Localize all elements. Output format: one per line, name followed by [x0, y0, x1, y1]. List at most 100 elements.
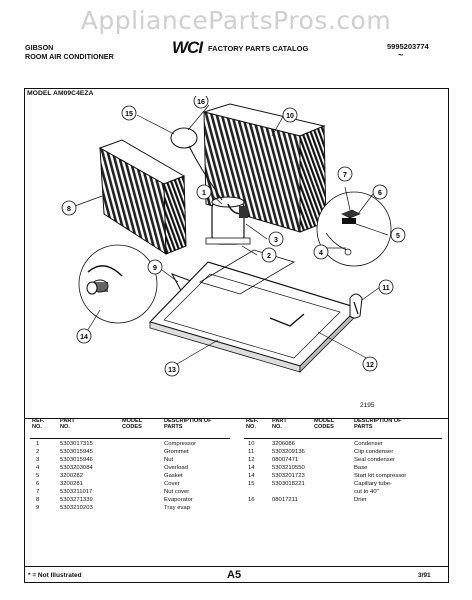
- ref-cell: 12: [248, 457, 255, 463]
- capillary-tube: [170, 127, 198, 149]
- compressor: [205, 196, 251, 245]
- part-cell: 5303018221: [272, 481, 305, 487]
- table-row: 9 5303210203 Tray evap: [30, 505, 230, 513]
- table-row: 11 5303209136 Clip condenser: [244, 449, 444, 457]
- ref-cell: 3: [36, 457, 40, 463]
- right-header-rule: [244, 438, 442, 439]
- table-row: 10 3206086 Condenser: [244, 441, 444, 449]
- start-kit: [86, 265, 123, 295]
- callout-13: 13: [164, 361, 180, 377]
- table-row: 4 5303203084 Overload: [30, 465, 230, 473]
- ref-cell: 1: [36, 441, 40, 447]
- catalog-mark: ~: [398, 50, 404, 60]
- part-cell: 3206086: [272, 441, 295, 447]
- callout-1-label: 1: [202, 190, 206, 197]
- left-model-header: MODEL CODES: [122, 418, 143, 431]
- callout-14-label: 14: [80, 334, 88, 341]
- callout-10: 10: [282, 107, 298, 123]
- left-parts-list: 1 5303017315 Compressor 2 5303015945 Gro…: [30, 441, 230, 513]
- right-part-header: PART NO.: [272, 418, 287, 431]
- table-row: 15 5303018221 Capillary tube-: [244, 481, 444, 489]
- callout-2: 2: [261, 247, 277, 263]
- wci-logo: WCI: [172, 38, 203, 57]
- callout-9-label: 9: [153, 265, 157, 272]
- desc-cell: Overload: [164, 465, 188, 471]
- part-cell: 08007471: [272, 457, 299, 463]
- part-cell: 5303017315: [60, 441, 93, 447]
- figure-code: 2195: [360, 402, 375, 409]
- table-row: cut to 40": [244, 489, 444, 497]
- callout-4: 4: [313, 244, 329, 260]
- callout-6-label: 6: [378, 190, 382, 197]
- desc-cell: Tray evap: [164, 505, 190, 511]
- callout-3-label: 3: [274, 237, 278, 244]
- ref-cell: 11: [248, 449, 255, 455]
- footer-date: 3/91: [418, 572, 431, 579]
- callout-13-label: 13: [168, 367, 176, 374]
- callout-11: 11: [378, 279, 394, 295]
- callout-4-label: 4: [319, 250, 323, 257]
- refrigerant-line: [188, 145, 223, 201]
- callout-5: 5: [390, 227, 406, 243]
- part-cell: 5303271339: [60, 497, 93, 503]
- ref-cell: 16: [248, 497, 255, 503]
- callout-14: 14: [76, 328, 92, 344]
- right-parts-list: 10 3206086 Condenser 11 5303209136 Clip …: [244, 441, 444, 505]
- callout-6: 6: [372, 184, 388, 200]
- callout-12: 12: [362, 356, 378, 372]
- callout-1: 1: [196, 184, 212, 200]
- desc-cell: Compressor: [164, 441, 197, 447]
- table-row: 8 5303271339 Evaporator: [30, 497, 230, 505]
- desc-cell: Gasket: [164, 473, 183, 479]
- callout-7: 7: [337, 166, 353, 182]
- desc-cell: Condenser: [354, 441, 383, 447]
- left-desc-header: DESCRIPTION OF PARTS: [164, 418, 212, 431]
- table-row: 2 5303015945 Grommet: [30, 449, 230, 457]
- part-cell: 5303015945: [60, 449, 93, 455]
- part-cell: 5303210203: [60, 505, 93, 511]
- table-row: 5 3200282 Gasket: [30, 473, 230, 481]
- footer-rule: [24, 566, 449, 567]
- watermark-text: AppliancePartsPros.com: [80, 6, 392, 35]
- part-cell: 5303201723: [272, 473, 305, 479]
- leader-lines: [74, 104, 389, 368]
- model-label: MODEL AM09C4EZA: [27, 90, 94, 97]
- callout-15-label: 15: [125, 111, 133, 118]
- ref-cell: 8: [36, 497, 40, 503]
- table-row: 16 08017211 Drier: [244, 497, 444, 505]
- ref-cell: 10: [248, 441, 255, 447]
- desc-cell: Grommet: [164, 449, 189, 455]
- desc-cell: Capillary tube-: [354, 481, 392, 487]
- page-number: A5: [227, 569, 242, 581]
- right-model-header: MODEL CODES: [314, 418, 335, 431]
- desc-cell: Clip condenser: [354, 449, 394, 455]
- part-cell: 5303015946: [60, 457, 93, 463]
- header-subtitle: ROOM AIR CONDITIONER: [25, 52, 114, 61]
- ref-cell: 4: [36, 465, 40, 471]
- base-pan: [148, 249, 360, 373]
- callout-8: 8: [61, 200, 77, 216]
- part-cell: 08017211: [272, 497, 298, 503]
- part-cell: 5303203084: [60, 465, 93, 471]
- callout-10-label: 10: [286, 113, 294, 120]
- part-cell: 3200282: [60, 473, 83, 479]
- document-frame: [24, 88, 449, 583]
- condenser-clip: [349, 293, 363, 319]
- desc-cell: Seal condenser: [354, 457, 395, 463]
- catalog-number: 5995203774: [387, 42, 429, 51]
- left-header-rule: [30, 438, 230, 439]
- desc-cell: Cover: [164, 481, 180, 487]
- header-brand: GIBSON: [25, 43, 54, 52]
- left-ref-header: REF. NO.: [32, 418, 45, 431]
- part-cell: 5303211017: [60, 489, 93, 495]
- ref-cell: 9: [36, 505, 40, 511]
- exploded-parts-diagram: 15 16 10 8 1 3 2 9 7 6 5 4: [61, 96, 406, 377]
- ref-cell: 2: [36, 449, 40, 455]
- desc-cell: Nut: [164, 457, 174, 463]
- desc-cell: cut to 40": [354, 489, 379, 495]
- table-row: 12 08007471 Seal condenser: [244, 457, 444, 465]
- part-cell: 5303209136: [272, 449, 305, 455]
- callout-15: 15: [121, 105, 137, 121]
- desc-cell: Drier: [354, 497, 367, 503]
- ref-cell: 7: [36, 489, 40, 495]
